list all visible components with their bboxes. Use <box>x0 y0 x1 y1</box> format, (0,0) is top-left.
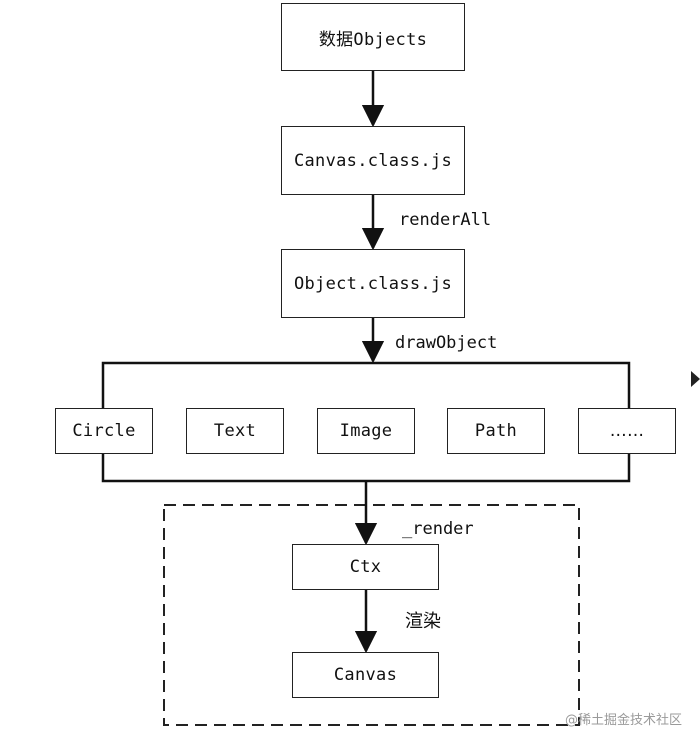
node-more-label: …… <box>609 421 645 441</box>
node-path-label: Path <box>474 421 518 441</box>
node-object-class: Object.class.js <box>281 249 465 318</box>
node-more: …… <box>578 408 676 454</box>
top-bus <box>101 361 631 408</box>
edge-label-draw-object: drawObject <box>395 333 498 353</box>
node-text-label: Text <box>213 421 257 441</box>
edge-label-xuanran: 渲染 <box>405 611 441 632</box>
node-data-objects: 数据Objects <box>281 3 465 71</box>
render-region <box>163 504 580 726</box>
node-path: Path <box>447 408 545 454</box>
scroll-right-arrow-icon[interactable] <box>691 371 700 387</box>
node-ctx-label: Ctx <box>349 557 382 577</box>
node-canvas-label: Canvas <box>333 665 398 685</box>
node-image: Image <box>317 408 415 454</box>
node-canvas: Canvas <box>292 652 439 698</box>
edge-label-render: _render <box>402 519 474 539</box>
node-ctx: Ctx <box>292 544 439 590</box>
edge-label-render-all: renderAll <box>399 210 492 230</box>
node-canvas-class-label: Canvas.class.js <box>293 150 453 171</box>
node-circle-label: Circle <box>72 421 136 441</box>
node-image-label: Image <box>339 421 393 441</box>
node-circle: Circle <box>55 408 153 454</box>
watermark: @稀土掘金技术社区 <box>564 713 682 728</box>
node-canvas-class: Canvas.class.js <box>281 126 465 195</box>
node-data-objects-label: 数据Objects <box>318 29 428 50</box>
node-text: Text <box>186 408 284 454</box>
bottom-bus <box>101 454 631 483</box>
node-object-class-label: Object.class.js <box>293 273 453 294</box>
